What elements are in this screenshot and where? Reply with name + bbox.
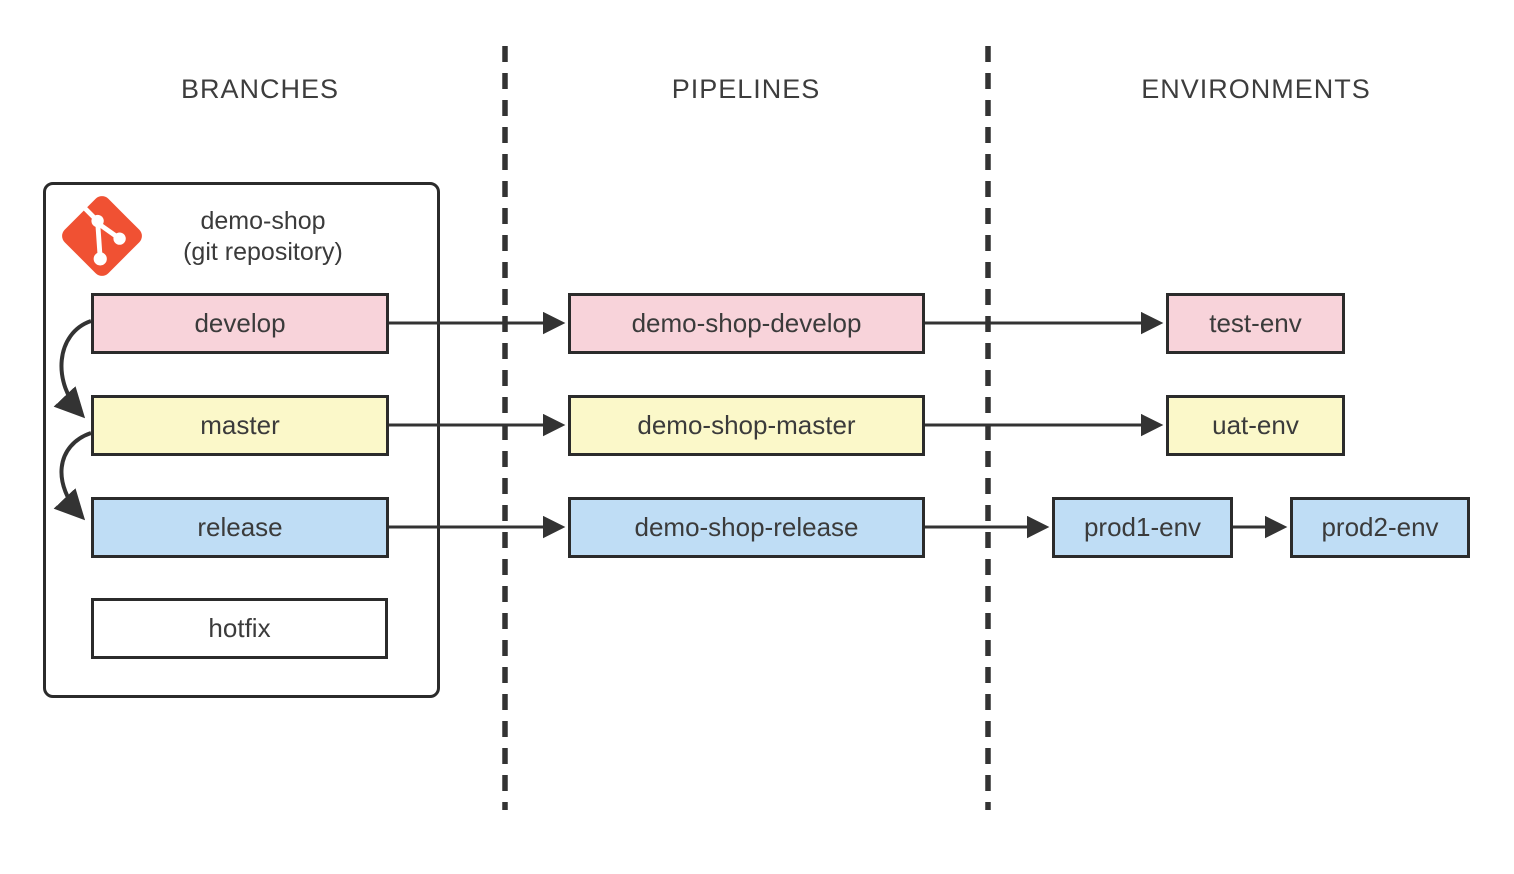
environment-box-prod1-env: prod1-env (1052, 497, 1233, 558)
repo-title: demo-shop (git repository) (150, 206, 376, 268)
repo-title-line2: (git repository) (183, 238, 343, 266)
column-header-pipelines: PIPELINES (671, 74, 821, 104)
repo-title-line1: demo-shop (200, 207, 326, 235)
column-header-environments: ENVIRONMENTS (1141, 74, 1371, 104)
branch-box-develop: develop (91, 293, 389, 354)
environment-box-test-env: test-env (1166, 293, 1345, 354)
environment-box-prod2-env: prod2-env (1290, 497, 1470, 558)
pipeline-box-demo-shop-develop: demo-shop-develop (568, 293, 925, 354)
environment-box-uat-env: uat-env (1166, 395, 1345, 456)
column-header-branches: BRANCHES (180, 74, 340, 104)
git-icon (62, 196, 142, 276)
branch-box-release: release (91, 497, 389, 558)
branch-box-master: master (91, 395, 389, 456)
pipeline-box-demo-shop-release: demo-shop-release (568, 497, 925, 558)
branch-box-hotfix: hotfix (91, 598, 388, 659)
pipeline-box-demo-shop-master: demo-shop-master (568, 395, 925, 456)
